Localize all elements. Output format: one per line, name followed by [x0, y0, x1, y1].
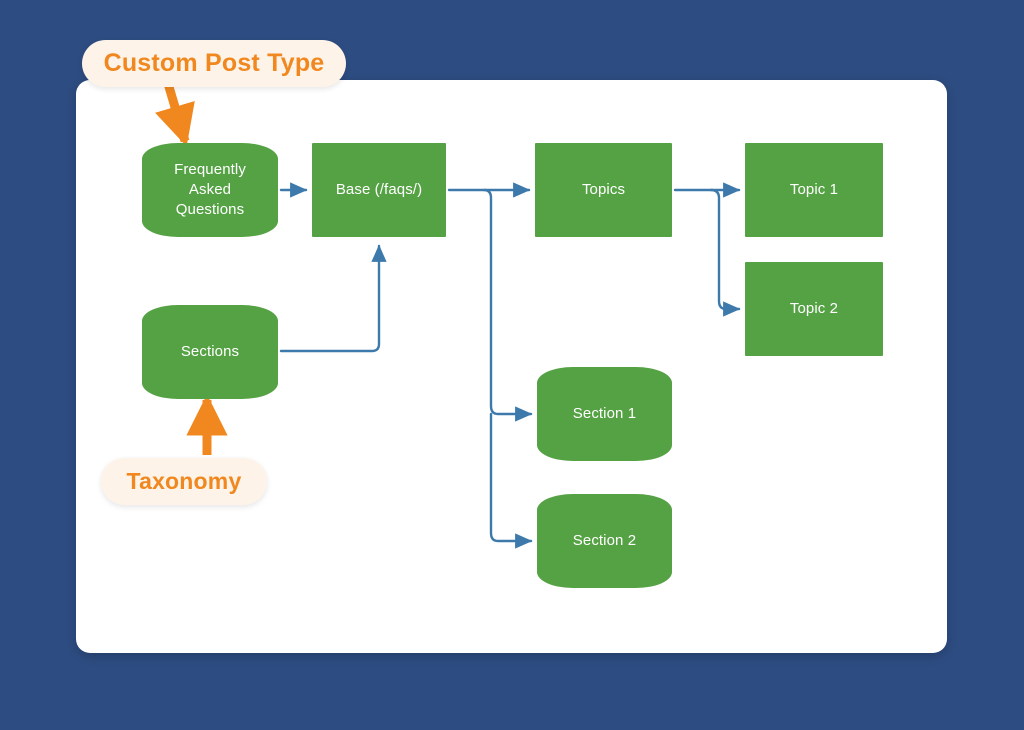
node-label: Topic 1 [789, 181, 839, 198]
node-topic-1[interactable]: Topic 1 [745, 143, 883, 237]
node-section-1[interactable]: Section 1 [537, 367, 672, 461]
callout-custom-post-type[interactable]: Custom Post Type [82, 40, 346, 87]
node-label: Section 2 [572, 532, 637, 549]
node-label: Sections [180, 343, 240, 360]
node-topics[interactable]: Topics [535, 143, 672, 237]
node-label: Section 1 [572, 405, 637, 422]
node-topic-2[interactable]: Topic 2 [745, 262, 883, 356]
node-section-2[interactable]: Section 2 [537, 494, 672, 588]
callout-label: Custom Post Type [103, 49, 325, 77]
node-frequently-asked-questions[interactable]: Frequently Asked Questions [142, 143, 278, 237]
node-base[interactable]: Base (/faqs/) [312, 143, 446, 237]
callout-taxonomy[interactable]: Taxonomy [101, 458, 267, 505]
node-sections[interactable]: Sections [142, 305, 278, 399]
node-label: Base (/faqs/) [335, 181, 423, 198]
node-label: Frequently Asked Questions [174, 161, 246, 218]
node-label: Topics [581, 181, 626, 198]
callout-label: Taxonomy [126, 468, 242, 494]
node-label: Topic 2 [789, 300, 839, 317]
